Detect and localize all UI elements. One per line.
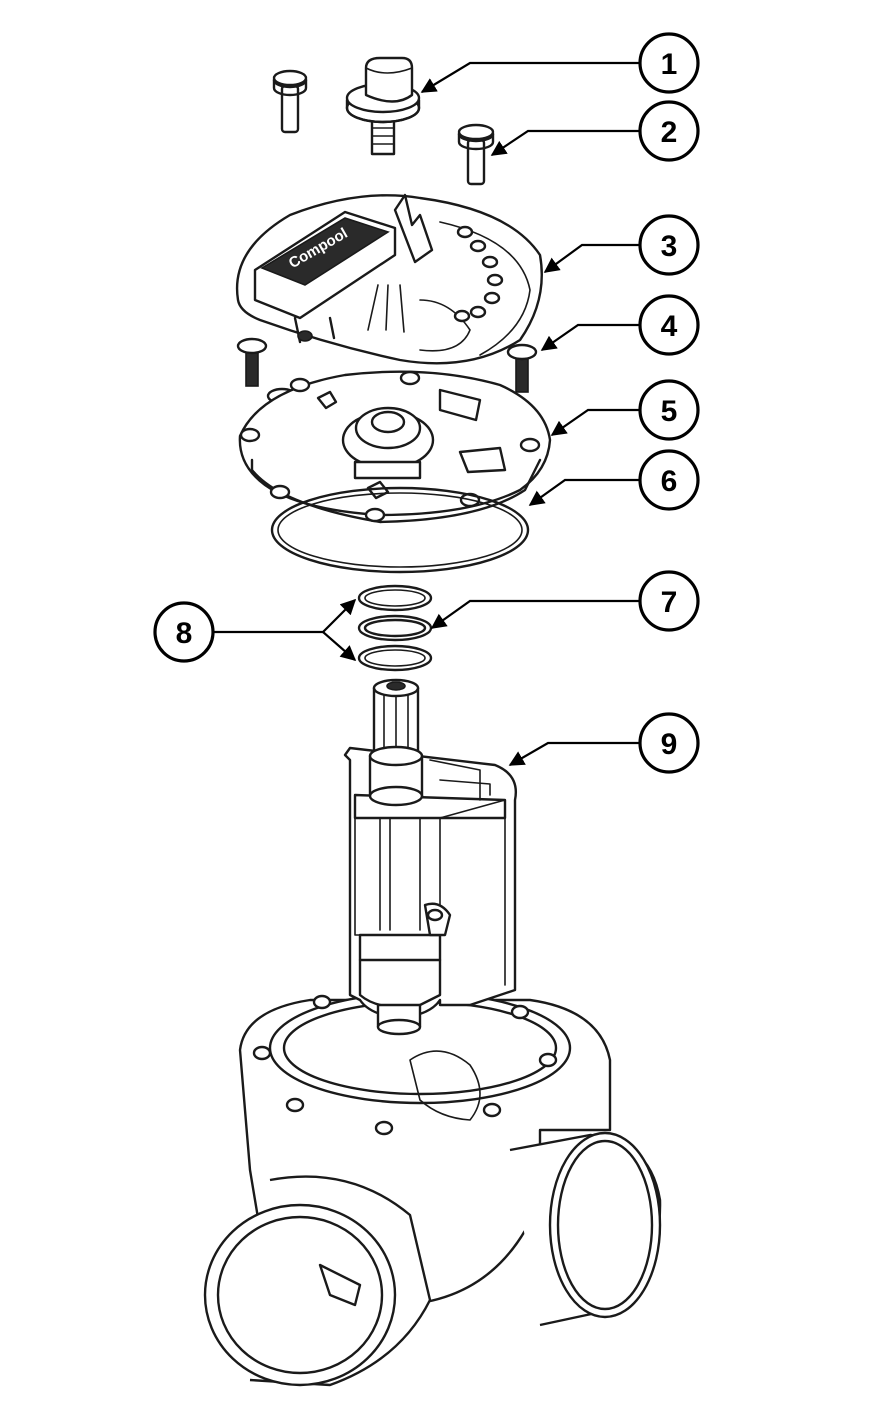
callout-4: 4 (638, 294, 700, 356)
callout-2-label: 2 (661, 116, 678, 149)
parts-7-8-o-rings (357, 584, 433, 672)
callout-9-label: 9 (661, 728, 678, 761)
callout-5: 5 (638, 379, 700, 441)
leader-lines (205, 61, 640, 766)
callout-5-label: 5 (661, 395, 678, 428)
callout-3-label: 3 (661, 230, 678, 263)
part-5-base-plate (238, 370, 552, 524)
callout-6-label: 6 (661, 465, 678, 498)
callout-9: 9 (638, 712, 700, 774)
callout-2: 2 (638, 100, 700, 162)
part-6-gasket (270, 486, 530, 574)
callout-4-label: 4 (661, 310, 678, 343)
callout-1-label: 1 (661, 48, 678, 81)
callout-8-label: 8 (176, 617, 193, 650)
callout-7-label: 7 (661, 586, 678, 619)
part-9-valve-body (203, 678, 662, 1387)
part-3-cover: Compool (235, 193, 543, 365)
callout-3: 3 (638, 214, 700, 276)
callout-1: 1 (638, 32, 700, 94)
callout-6: 6 (638, 449, 700, 511)
part-1-knob (345, 56, 421, 156)
callout-7: 7 (638, 570, 700, 632)
part-2-screws (272, 69, 495, 186)
callout-8: 8 (153, 601, 215, 663)
